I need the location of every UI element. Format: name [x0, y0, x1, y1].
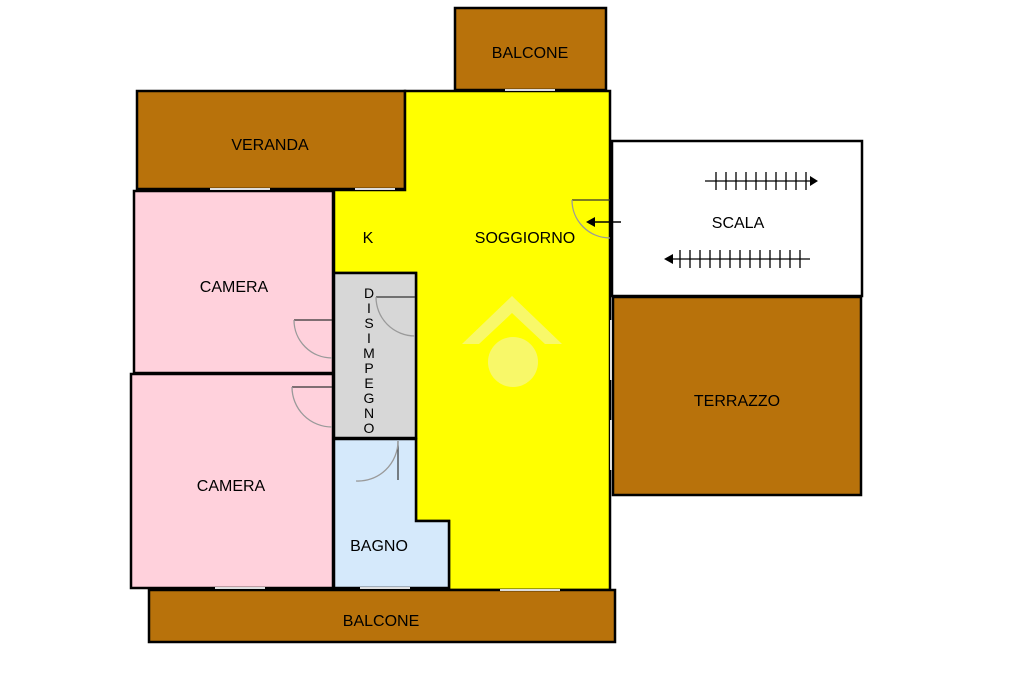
room-label-disimpegno-letter: I [367, 330, 371, 346]
room-label-disimpegno-letter: O [364, 420, 375, 436]
stair-arrow-left-icon [664, 250, 810, 268]
room-label-disimpegno-letter: M [363, 345, 375, 361]
room-bagno: BAGNO [332, 437, 451, 590]
room-label-veranda: VERANDA [231, 137, 309, 154]
room-label-soggiorno: SOGGIORNO [475, 230, 575, 247]
room-label-disimpegno-letter: G [364, 390, 375, 406]
room-label-camera-1: CAMERA [200, 279, 269, 296]
room-disimpegno: D I S I M P E G N O [332, 271, 418, 440]
room-label-balcone-top: BALCONE [492, 45, 568, 62]
room-label-disimpegno-letter: D [364, 285, 374, 301]
room-label-disimpegno-letter: N [364, 405, 374, 421]
door-camera-1 [293, 319, 333, 359]
logo-watermark-icon [462, 296, 562, 387]
door-camera-2 [291, 386, 333, 428]
door-bagno [355, 440, 399, 482]
room-label-disimpegno-letter: P [364, 360, 373, 376]
room-label-disimpegno-letter: E [364, 375, 373, 391]
room-label-disimpegno-letter: S [364, 315, 373, 331]
room-label-disimpegno-letter: I [367, 300, 371, 316]
stair-arrow-right-icon [705, 172, 818, 190]
room-scala: SCALA [610, 139, 864, 298]
room-balcone-top: BALCONE [453, 6, 608, 92]
door-disimpegno [375, 296, 416, 337]
room-veranda: VERANDA [135, 89, 407, 191]
room-camera-2: CAMERA [129, 372, 335, 590]
wall-openings [210, 89, 612, 591]
room-label-camera-2: CAMERA [197, 478, 266, 495]
room-label-kitchen: K [363, 230, 374, 247]
room-label-scala: SCALA [712, 215, 765, 232]
room-camera-1: CAMERA [132, 189, 335, 375]
room-balcone-bottom: BALCONE [147, 588, 617, 644]
room-label-bagno: BAGNO [350, 538, 408, 555]
door-entrance [571, 199, 611, 239]
room-label-balcone-bottom: BALCONE [343, 613, 419, 630]
room-terrazzo: TERRAZZO [611, 295, 863, 497]
room-label-terrazzo: TERRAZZO [694, 393, 780, 410]
entry-arrow-icon [586, 217, 621, 227]
